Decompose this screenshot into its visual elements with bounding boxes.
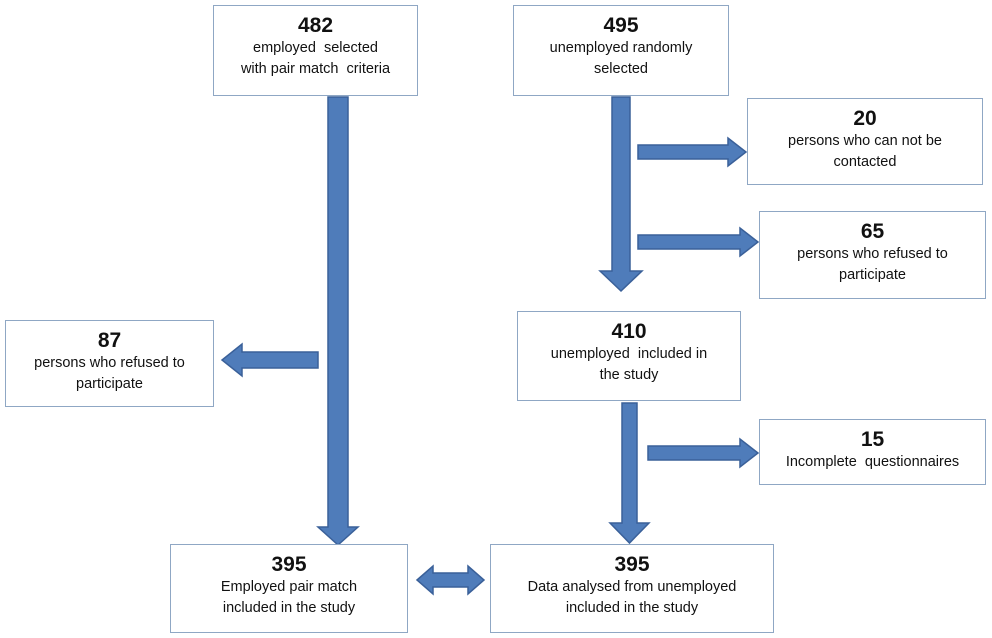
arrow-unemployed-down	[598, 96, 644, 293]
arrow-not-contacted	[637, 136, 748, 168]
incomplete-line-1: Incomplete questionnaires	[785, 454, 960, 470]
not-contacted-count: 20	[853, 107, 877, 130]
unemployed-final-line-1: Data analysed from unemployed	[527, 579, 737, 595]
employed-refused-count: 87	[97, 329, 122, 352]
employed-final-count: 395	[271, 553, 307, 576]
unemployed-selected-line-2: selected	[593, 61, 648, 77]
unemployed-final-box: 395 Data analysed from unemployed includ…	[490, 544, 774, 633]
employed-refused-box: 87 persons who refused to participate	[5, 320, 214, 407]
employed-selected-line-1: employed selected	[253, 40, 378, 56]
employed-final-box: 395 Employed pair match included in the …	[170, 544, 408, 633]
arrow-employed-down	[316, 96, 360, 547]
employed-selected-line-2: with pair match criteria	[240, 61, 391, 77]
unemployed-refused-count: 65	[860, 220, 885, 243]
arrow-incomplete	[647, 437, 760, 469]
employed-selected-box: 482 employed selected with pair match cr…	[213, 5, 418, 96]
unemployed-selected-box: 495 unemployed randomly selected	[513, 5, 729, 96]
unemployed-refused-line-1: persons who refused to	[797, 246, 948, 262]
unemployed-refused-line-2: participate	[839, 267, 906, 283]
not-contacted-line-2: contacted	[833, 154, 897, 170]
not-contacted-box: 20 persons who can not be contacted	[747, 98, 983, 185]
incomplete-box: 15 Incomplete questionnaires	[759, 419, 986, 485]
unemployed-included-line-1: unemployed included in	[550, 346, 708, 362]
unemployed-included-count: 410	[611, 320, 647, 343]
employed-final-line-2: included in the study	[222, 600, 356, 616]
arrow-included-down	[608, 402, 651, 545]
unemployed-included-line-2: the study	[599, 367, 659, 383]
employed-final-line-1: Employed pair match	[220, 579, 358, 595]
arrow-compare-finals	[415, 564, 486, 596]
unemployed-final-count: 395	[614, 553, 650, 576]
employed-selected-count: 482	[297, 14, 334, 37]
arrow-unemployed-refused	[637, 226, 760, 258]
employed-refused-line-2: participate	[76, 376, 143, 392]
incomplete-count: 15	[860, 428, 885, 451]
not-contacted-line-1: persons who can not be	[788, 133, 942, 149]
unemployed-refused-box: 65 persons who refused to participate	[759, 211, 986, 299]
unemployed-final-line-2: included in the study	[565, 600, 699, 616]
unemployed-selected-line-1: unemployed randomly	[549, 40, 693, 56]
employed-refused-line-1: persons who refused to	[34, 355, 185, 371]
unemployed-selected-count: 495	[603, 14, 639, 37]
unemployed-included-box: 410 unemployed included in the study	[517, 311, 741, 401]
arrow-employed-refused	[220, 342, 319, 378]
